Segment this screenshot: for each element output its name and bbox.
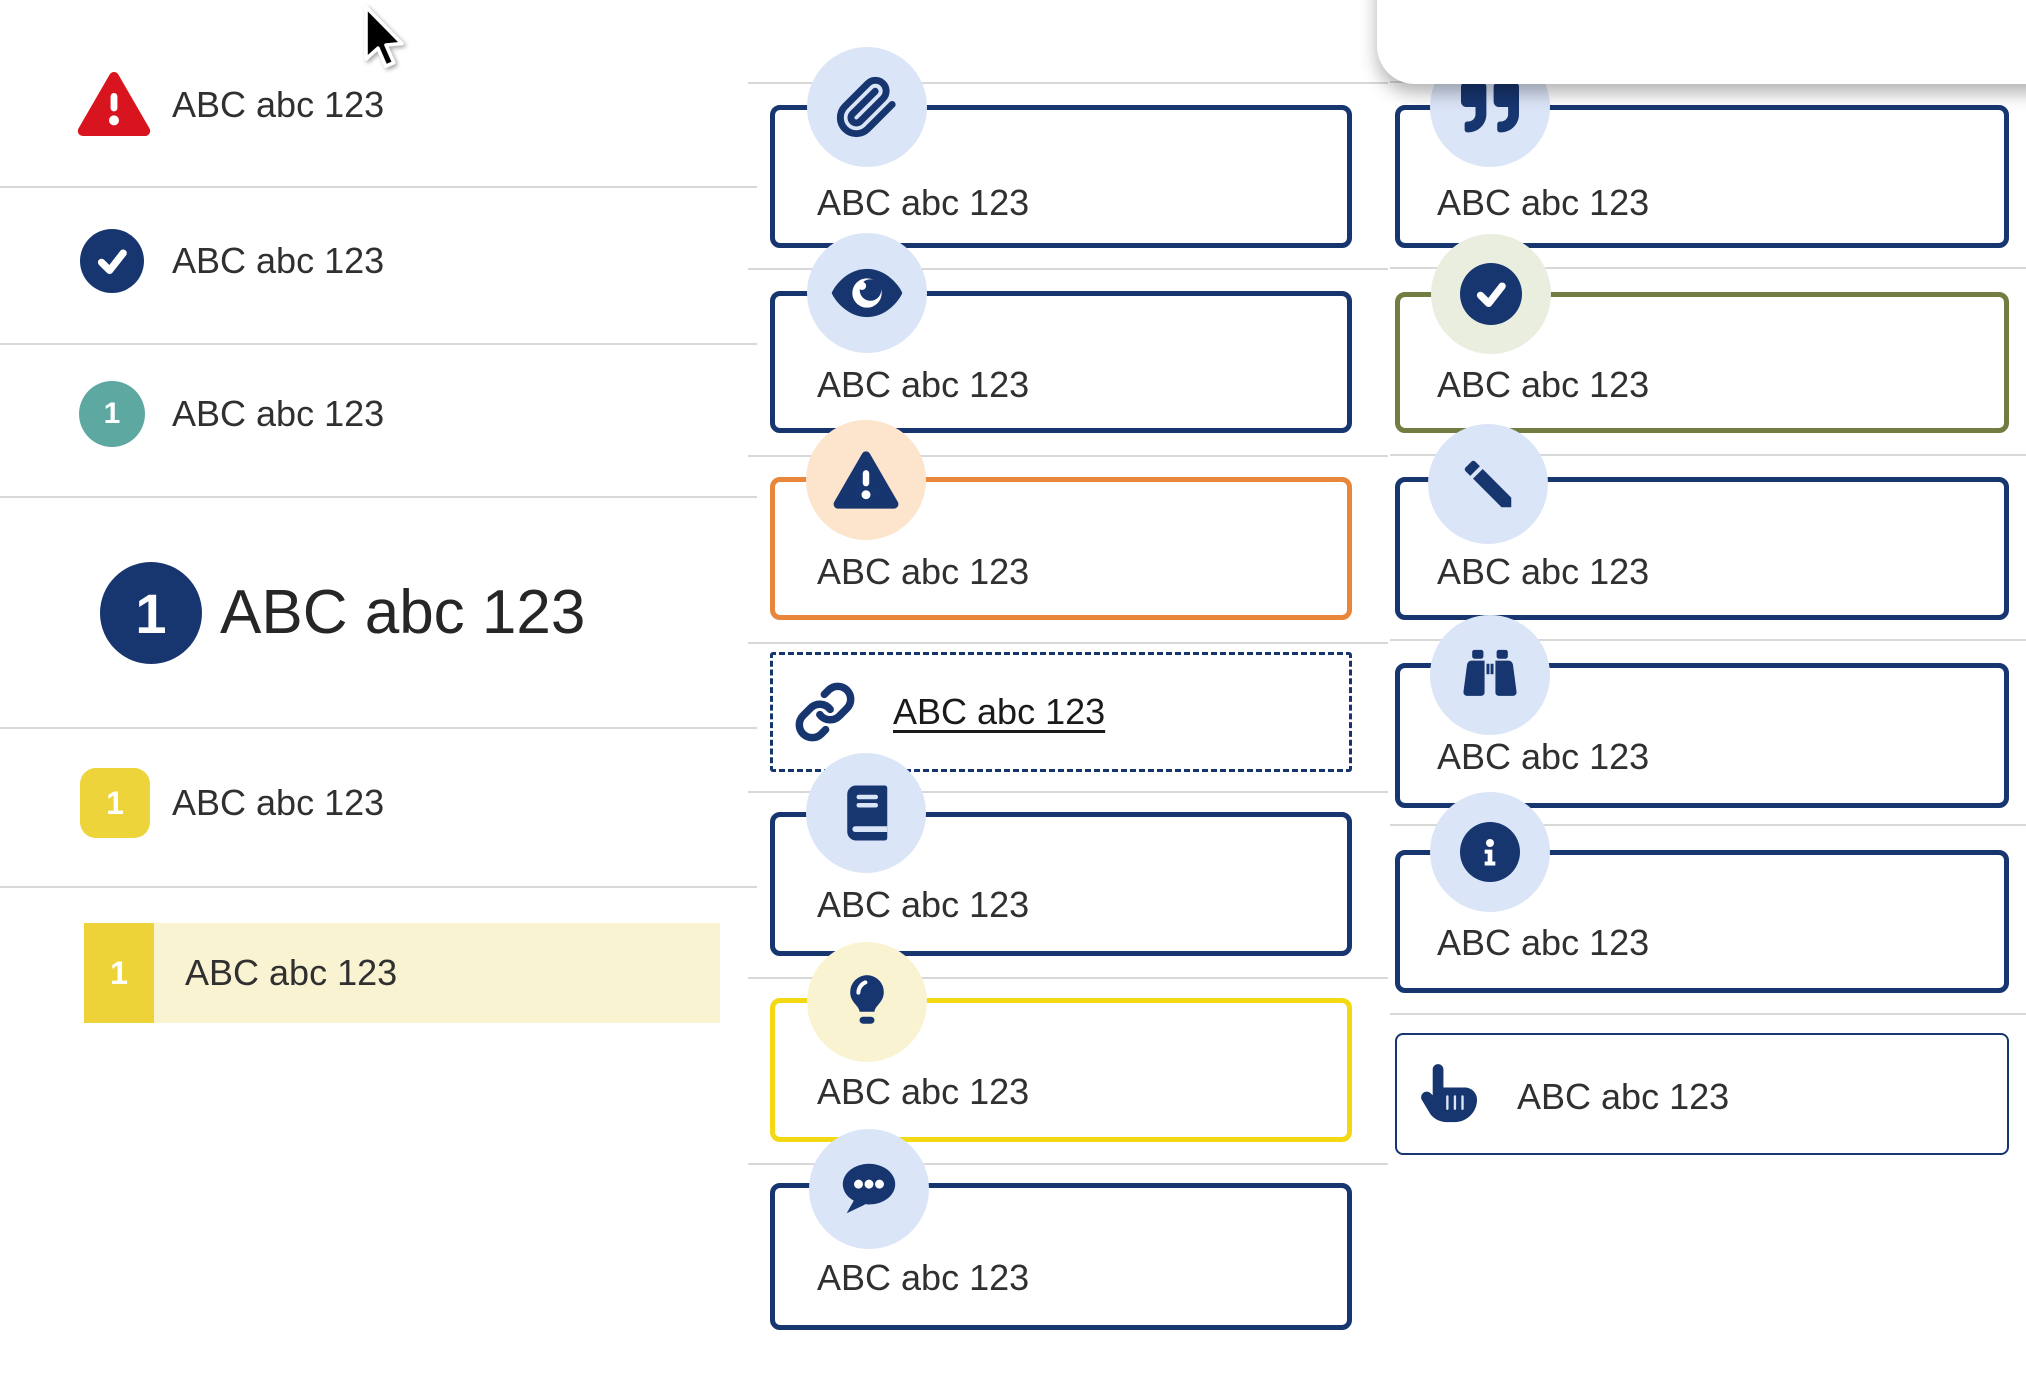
binoculars-icon: [1430, 615, 1550, 735]
link-icon: [794, 681, 856, 743]
divider: [748, 642, 1388, 644]
divider: [748, 455, 1388, 457]
badge-number: 1: [110, 954, 128, 991]
callout-label: ABC abc 123: [817, 551, 1030, 592]
divider: [748, 791, 1388, 793]
divider: [1390, 1013, 2026, 1015]
list-item-label: ABC abc 123: [172, 393, 385, 434]
callout-label: ABC abc 123: [1437, 364, 1650, 405]
eye-icon: [807, 233, 927, 353]
teal-number-badge: 1: [79, 381, 145, 447]
divider: [1390, 267, 2026, 269]
book-icon: [806, 753, 926, 873]
yellow-number-badge: 1: [84, 923, 154, 1023]
divider: [0, 886, 757, 888]
warning-icon: [806, 420, 926, 540]
lightbulb-icon: [807, 942, 927, 1062]
callout-label: ABC abc 123: [817, 364, 1030, 405]
callout-label: ABC abc 123: [817, 884, 1030, 925]
chat-icon: [809, 1129, 929, 1249]
mouse-cursor: [360, 4, 412, 74]
callout-box-link: [770, 652, 1352, 772]
list-item-label: ABC abc 123: [185, 952, 398, 993]
top-right-card-edge: [1377, 0, 2026, 84]
divider: [748, 1163, 1388, 1165]
divider: [748, 977, 1388, 979]
alert-triangle-icon: [76, 70, 152, 138]
info-icon: [1430, 792, 1550, 912]
list-item-label: ABC abc 123: [172, 84, 385, 125]
callout-link[interactable]: ABC abc 123: [893, 691, 1106, 732]
check-circle-icon: [1431, 234, 1551, 354]
pencil-icon: [1428, 424, 1548, 544]
badge-number: 1: [103, 397, 121, 430]
callout-label: ABC abc 123: [1437, 551, 1650, 592]
callout-label: ABC abc 123: [1437, 736, 1650, 777]
callout-box-action: [1395, 1033, 2009, 1155]
callout-label: ABC abc 123: [1437, 922, 1650, 963]
divider: [1390, 454, 2026, 456]
callout-box-eye: [770, 291, 1352, 433]
list-item-label: ABC abc 123: [172, 782, 385, 823]
list-item-label: ABC abc 123: [172, 240, 385, 281]
divider: [1390, 824, 2026, 826]
callout-label: ABC abc 123: [817, 1257, 1030, 1298]
callout-label: ABC abc 123: [1517, 1076, 1730, 1117]
large-navy-number-badge: 1: [100, 562, 202, 664]
divider: [748, 268, 1388, 270]
badge-number: 1: [135, 581, 167, 645]
paperclip-icon: [807, 47, 927, 167]
hand-pointer-icon: [1414, 1058, 1482, 1130]
check-circle-icon: [80, 229, 144, 293]
list-item-label: ABC abc 123: [220, 578, 586, 647]
divider: [0, 496, 757, 498]
divider: [748, 82, 1388, 84]
divider: [1390, 639, 2026, 641]
divider: [0, 186, 757, 188]
callout-label: ABC abc 123: [817, 182, 1030, 223]
callout-label: ABC abc 123: [817, 1071, 1030, 1112]
callout-label: ABC abc 123: [1437, 182, 1650, 223]
divider: [0, 727, 757, 729]
badge-number: 1: [106, 784, 124, 821]
divider: [0, 343, 757, 345]
highlighted-list-row: [84, 923, 720, 1023]
yellow-number-badge: 1: [80, 768, 150, 838]
